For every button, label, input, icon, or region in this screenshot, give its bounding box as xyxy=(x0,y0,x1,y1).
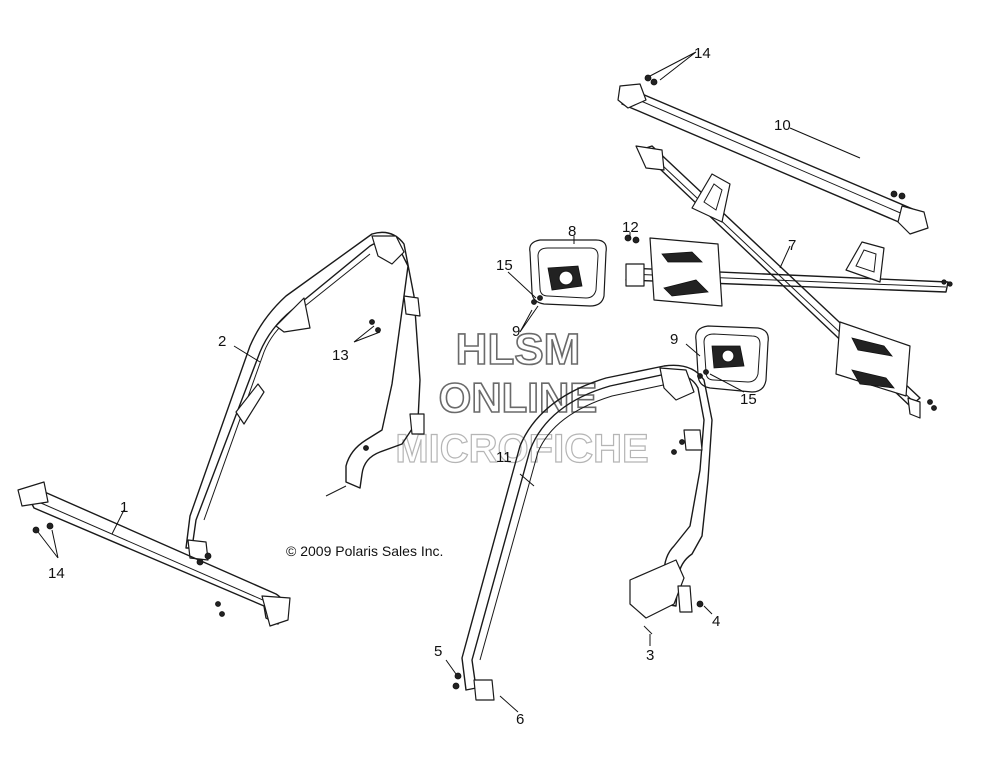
part-8-headrest xyxy=(529,239,607,307)
part-headrest-right xyxy=(695,325,769,393)
callout-15-right: 15 xyxy=(740,391,757,408)
watermark-line-1: HLSM xyxy=(456,325,581,374)
callout-4: 4 xyxy=(712,613,720,630)
callout-6: 6 xyxy=(516,711,524,728)
part-12-fasteners xyxy=(624,234,640,244)
callout-5: 5 xyxy=(434,643,442,660)
watermark-line-2: ONLINE xyxy=(439,374,598,421)
watermark-line-3: MICROFICHE xyxy=(395,427,648,471)
leader-lines xyxy=(37,51,861,713)
copyright-notice: © 2009 Polaris Sales Inc. xyxy=(286,543,443,559)
callout-15-left: 15 xyxy=(496,257,513,274)
callout-12: 12 xyxy=(622,219,639,236)
part-11-right-side-hoop xyxy=(452,364,713,701)
callout-7: 7 xyxy=(788,237,796,254)
part-10-rear-cross-bar xyxy=(617,74,929,235)
part-2-left-side-hoop xyxy=(185,231,425,566)
callout-10: 10 xyxy=(774,117,791,134)
callout-1: 1 xyxy=(120,499,128,516)
callout-14-bottom: 14 xyxy=(48,565,65,582)
callout-labels: 14 10 7 12 8 15 9 13 2 1 14 11 9 15 4 3 … xyxy=(48,45,796,728)
callout-9-left: 9 xyxy=(512,323,520,340)
part-7-rear-brace-assembly xyxy=(625,145,953,419)
callout-9-right: 9 xyxy=(670,331,678,348)
watermark: HLSM ONLINE MICROFICHE xyxy=(395,324,650,471)
callout-3: 3 xyxy=(646,647,654,664)
callout-13: 13 xyxy=(332,347,349,364)
callout-11: 11 xyxy=(496,449,512,466)
callout-2: 2 xyxy=(218,333,226,350)
callout-8: 8 xyxy=(568,223,576,240)
callout-14-top: 14 xyxy=(694,45,711,62)
part-1-front-lower-bar xyxy=(17,481,291,627)
